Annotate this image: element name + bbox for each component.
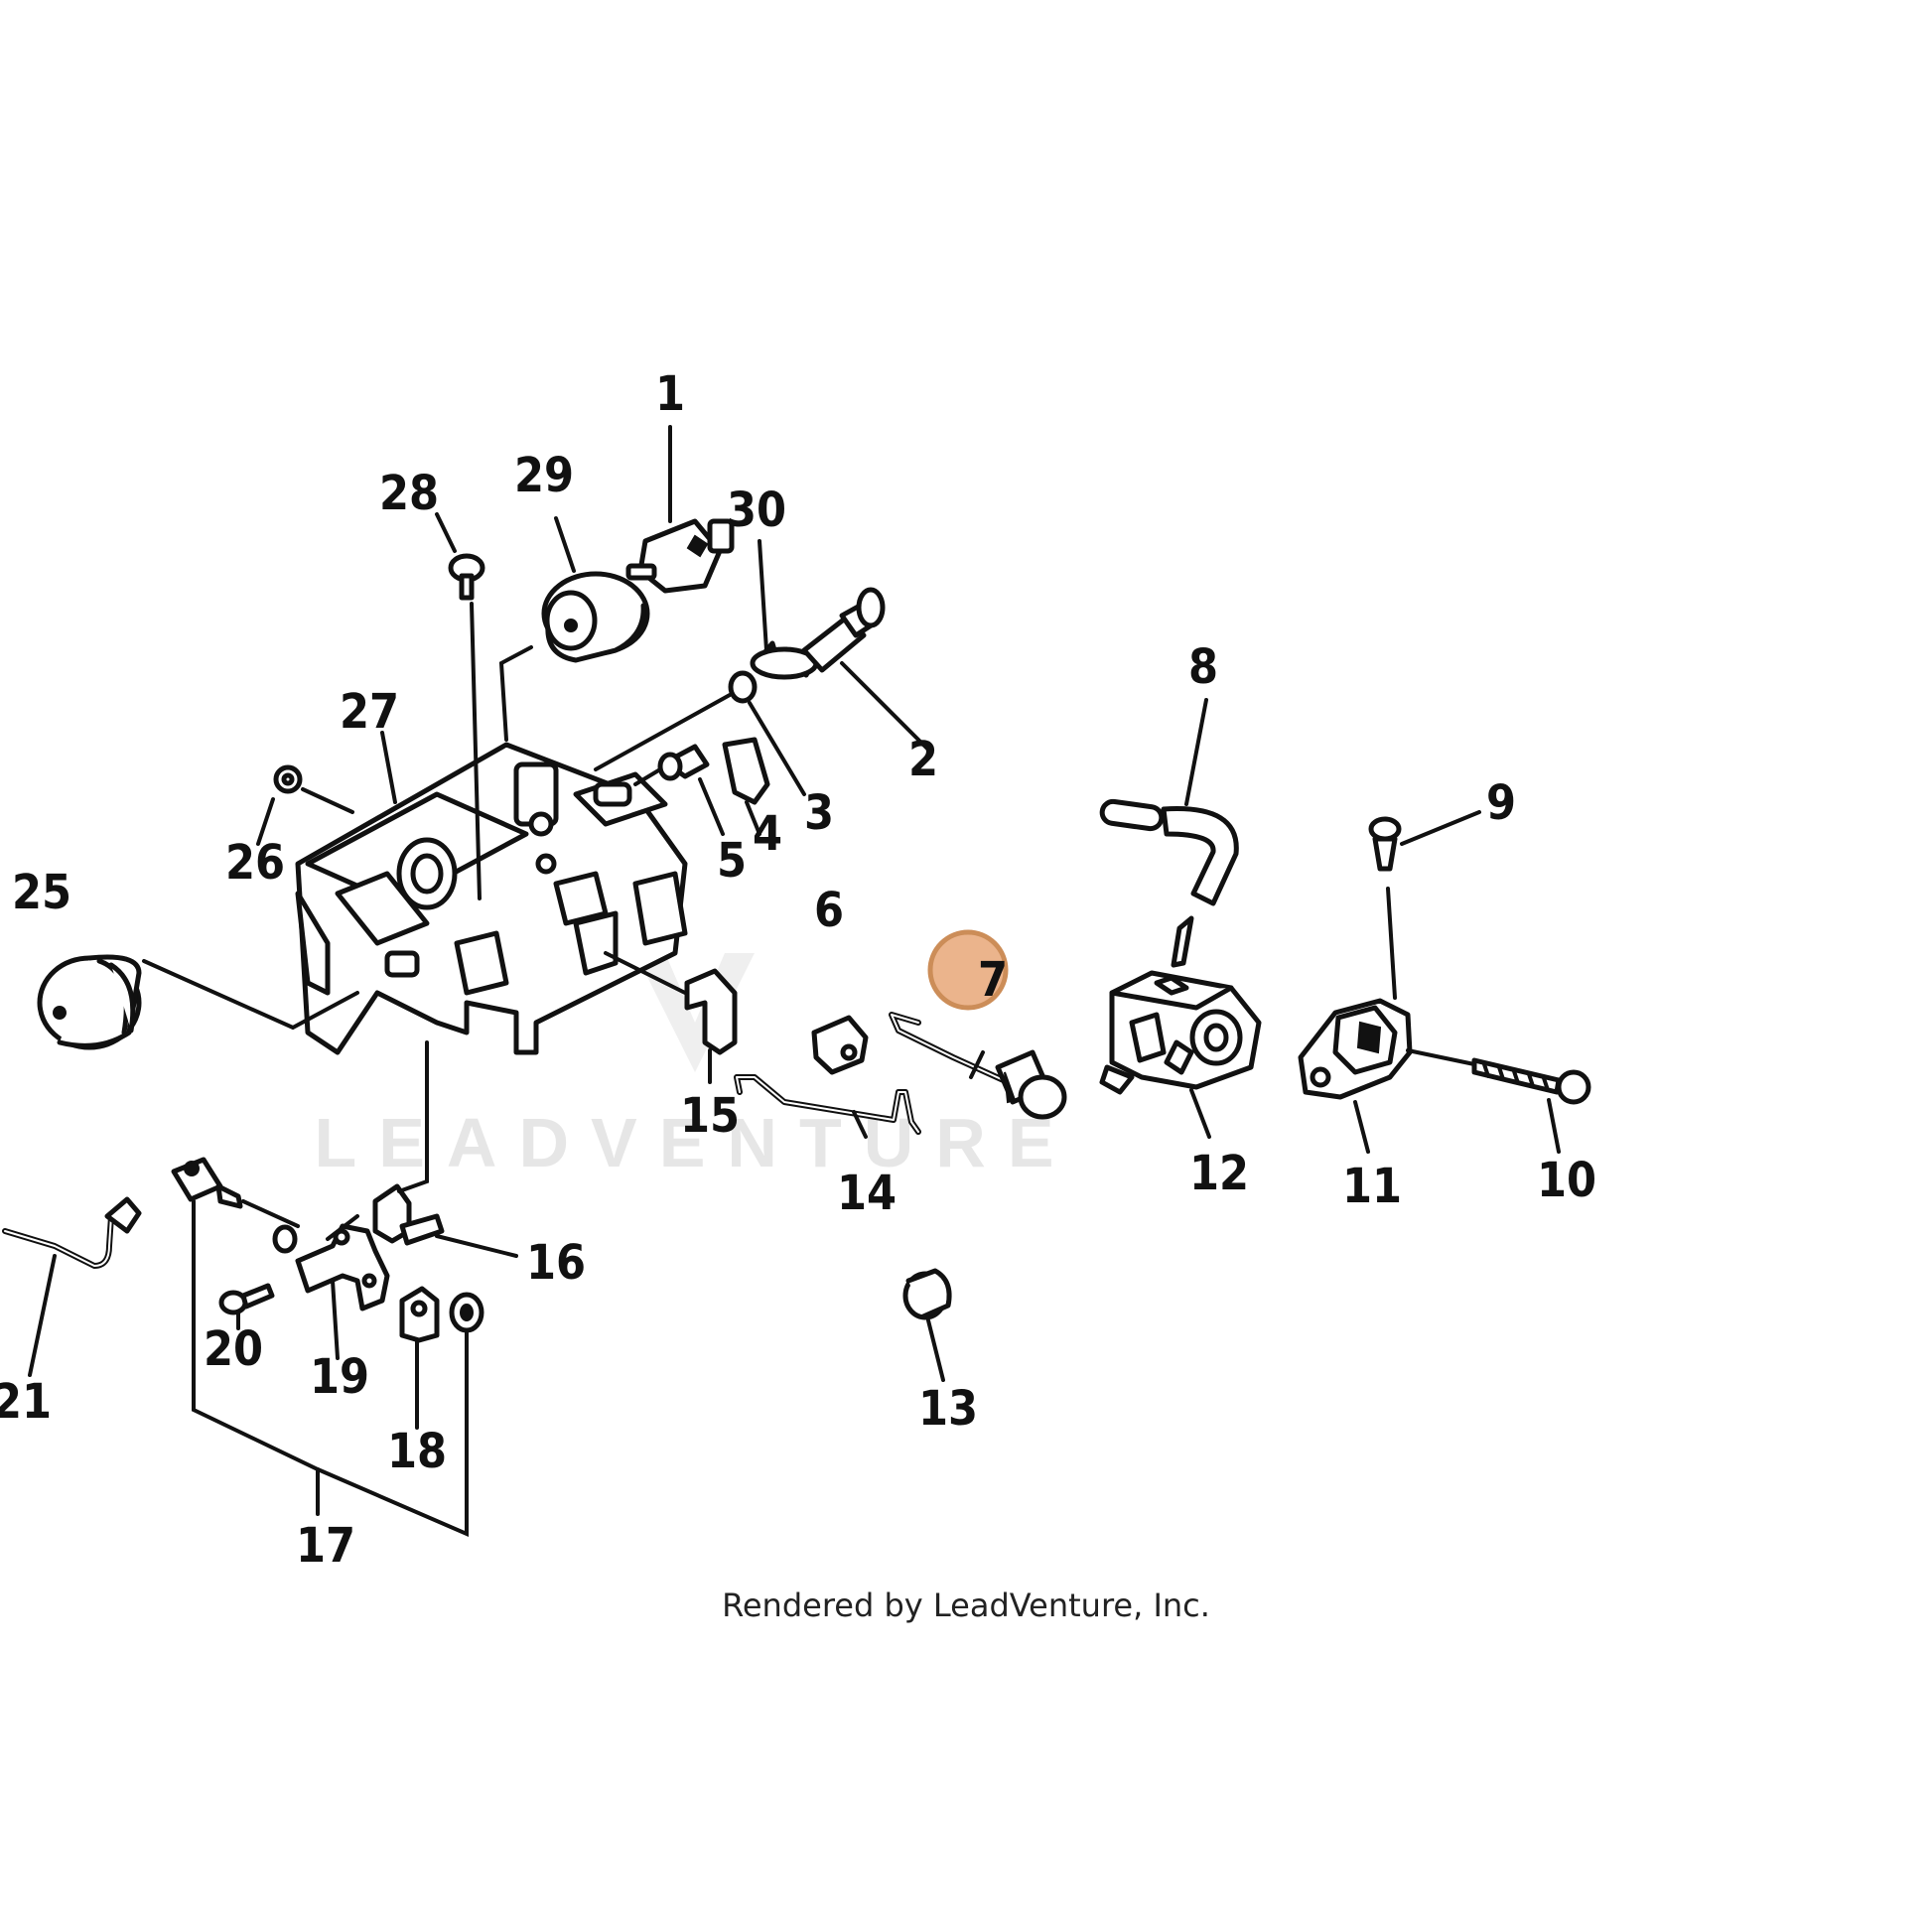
callout-5[interactable]: 5 [717,833,747,889]
primer-bulb-part-25[interactable] [37,954,142,1050]
callout-16[interactable]: 16 [526,1235,586,1291]
gasket-part-4[interactable] [722,737,770,805]
callout-3[interactable]: 3 [804,785,834,841]
callout-4[interactable]: 4 [753,806,782,862]
callout-20[interactable]: 20 [204,1321,263,1377]
callout-13[interactable]: 13 [918,1381,978,1437]
screw-part-28[interactable] [448,553,485,601]
callout-21[interactable]: 21 [0,1374,52,1430]
nut-part-26[interactable] [273,764,303,794]
carburetor-body-part-27[interactable] [295,742,688,1055]
plug-part-5[interactable] [657,744,710,781]
fuel-hose-part-8[interactable] [1099,798,1239,968]
callout-12[interactable]: 12 [1189,1146,1249,1201]
callouts: 1 2 3 4 5 6 7 8 9 10 11 12 13 14 15 16 1… [0,366,1596,1574]
shaft-part-2[interactable] [801,587,886,673]
washer-part-17b[interactable] [449,1292,484,1333]
throttle-assembly-part-1[interactable] [625,518,735,594]
leader-lines [28,425,1561,1538]
clip-part-15[interactable] [684,968,738,1055]
callout-30[interactable]: 30 [727,483,786,538]
callout-8[interactable]: 8 [1188,639,1218,695]
callout-26[interactable]: 26 [225,835,285,891]
screw-part-20[interactable] [218,1283,275,1315]
callout-10[interactable]: 10 [1537,1153,1596,1208]
linkage-rod-part-14[interactable] [734,1074,921,1135]
screw-part-9[interactable] [1368,816,1402,872]
callout-6[interactable]: 6 [814,883,844,938]
callout-7[interactable]: 7 [978,952,1008,1008]
watermark-text: LEADVENTURE [314,1104,1075,1181]
render-credit: Rendered by LeadVenture, Inc. [722,1587,1210,1624]
callout-18[interactable]: 18 [387,1424,447,1479]
choke-rod-part-7[interactable] [889,1012,1067,1120]
callout-15[interactable]: 15 [680,1088,740,1144]
cap-part-13[interactable] [902,1268,952,1320]
knob-part-29[interactable] [541,571,650,663]
callout-19[interactable]: 19 [310,1349,369,1405]
fuel-pump-part-12[interactable] [1099,970,1262,1095]
bracket-part-16[interactable] [372,1183,445,1246]
long-screw-part-10[interactable] [1471,1057,1591,1105]
highlight-circle [927,929,1009,1011]
callout-27[interactable]: 27 [340,684,399,740]
wire-part-21[interactable] [2,1196,142,1269]
callout-2[interactable]: 2 [908,732,938,787]
callout-25[interactable]: 25 [12,865,71,920]
plate-part-18[interactable] [399,1286,440,1343]
cover-part-11[interactable] [1298,998,1413,1100]
callout-11[interactable]: 11 [1342,1159,1402,1214]
callout-29[interactable]: 29 [514,448,574,503]
callout-1[interactable]: 1 [655,366,685,422]
callout-28[interactable]: 28 [379,466,439,521]
cap-part-6[interactable] [811,1015,869,1075]
callout-9[interactable]: 9 [1486,775,1516,831]
callout-14[interactable]: 14 [837,1166,897,1221]
callout-17[interactable]: 17 [296,1518,355,1574]
o-ring-part-3[interactable] [728,670,758,704]
switch-part-17[interactable] [171,1157,243,1209]
